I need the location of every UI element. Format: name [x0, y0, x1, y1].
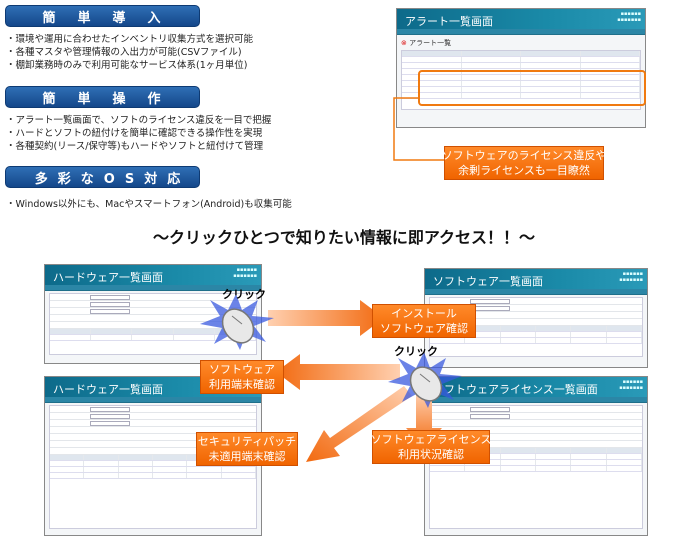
section-header-easy-install: 簡単導入 [5, 5, 200, 27]
callout-connector [393, 97, 444, 161]
headline: ～クリックひとつで知りたい情報に即アクセス！！～ [152, 228, 536, 247]
software-terminal-callout[interactable]: ソフトウェア 利用端末確認 [200, 360, 284, 394]
mouse-click-icon [200, 294, 274, 350]
install-software-callout[interactable]: インストール ソフトウェア確認 [372, 304, 476, 338]
bullet-list-easy-install: ・環境や運用に合わせたインベントリ収集方式を選択可能 ・各種マスタや管理情報の入… [6, 33, 253, 72]
nav-bar[interactable] [397, 29, 645, 35]
window-title: アラート一覧画面 ▪▪▪▪▪▪▪▪▪▪▪▪▪ [397, 9, 645, 29]
window-title: ソフトウェア一覧画面 ▪▪▪▪▪▪▪▪▪▪▪▪▪ [425, 269, 647, 289]
alert-icon: ⊗ [401, 39, 407, 47]
arrow-left [276, 354, 400, 390]
arrow-down-left [306, 386, 412, 462]
bullet-item: ・各種契約(リース/保守等)もハードやソフトと紐付けて管理 [6, 141, 264, 152]
hardware-list-window-2: ハードウェア一覧画面 ▪▪▪▪▪▪▪▪▪▪▪▪▪ [44, 376, 262, 536]
alert-highlight [418, 70, 646, 106]
window-title: ハードウェア一覧画面 ▪▪▪▪▪▪▪▪▪▪▪▪▪ [45, 265, 261, 285]
alert-list-window: アラート一覧画面 ▪▪▪▪▪▪▪▪▪▪▪▪▪ ⊗ アラート一覧 [396, 8, 646, 128]
alert-grid [401, 50, 641, 110]
bullet-item: ・ハードとソフトの紐付けを簡単に確認できる操作性を実現 [6, 128, 263, 139]
section-header-easy-operation: 簡単操作 [5, 86, 200, 108]
software-list-window: ソフトウェア一覧画面 ▪▪▪▪▪▪▪▪▪▪▪▪▪ [424, 268, 648, 368]
bullet-item: ・各種マスタや管理情報の入出力が可能(CSVファイル) [6, 47, 242, 58]
software-license-list-window: ソフトウェアライセンス一覧画面 ▪▪▪▪▪▪▪▪▪▪▪▪▪ [424, 376, 648, 536]
bullet-list-os-support: ・Windows以外にも、Macやスマートフォン(Android)も収集可能 [6, 198, 292, 211]
bullet-item: ・棚卸業務時のみで利用可能なサービス体系(1ヶ月単位) [6, 60, 248, 71]
bullet-item: ・環境や運用に合わせたインベントリ収集方式を選択可能 [6, 34, 254, 45]
alert-subtitle: ⊗ アラート一覧 [401, 39, 452, 47]
arrow-right [268, 300, 384, 336]
alert-callout: ソフトウェアのライセンス違反や 余剰ライセンスも一目瞭然 [442, 146, 606, 180]
bullet-item: ・Windows以外にも、Macやスマートフォン(Android)も収集可能 [6, 199, 292, 210]
bullet-list-easy-operation: ・アラート一覧画面で、ソフトのライセンス違反を一目で把握 ・ハードとソフトの紐付… [6, 114, 271, 153]
section-header-os-support: 多彩なOS対応 [5, 166, 200, 188]
window-title: ソフトウェアライセンス一覧画面 ▪▪▪▪▪▪▪▪▪▪▪▪▪ [425, 377, 647, 397]
click-label: クリック [222, 288, 266, 301]
bullet-item: ・アラート一覧画面で、ソフトのライセンス違反を一目で把握 [6, 115, 272, 126]
mouse-click-icon [388, 352, 462, 408]
click-label: クリック [394, 345, 438, 358]
security-patch-callout[interactable]: セキュリティパッチ 未適用端末確認 [196, 432, 298, 466]
license-status-callout[interactable]: ソフトウェアライセンス 利用状況確認 [371, 430, 491, 464]
